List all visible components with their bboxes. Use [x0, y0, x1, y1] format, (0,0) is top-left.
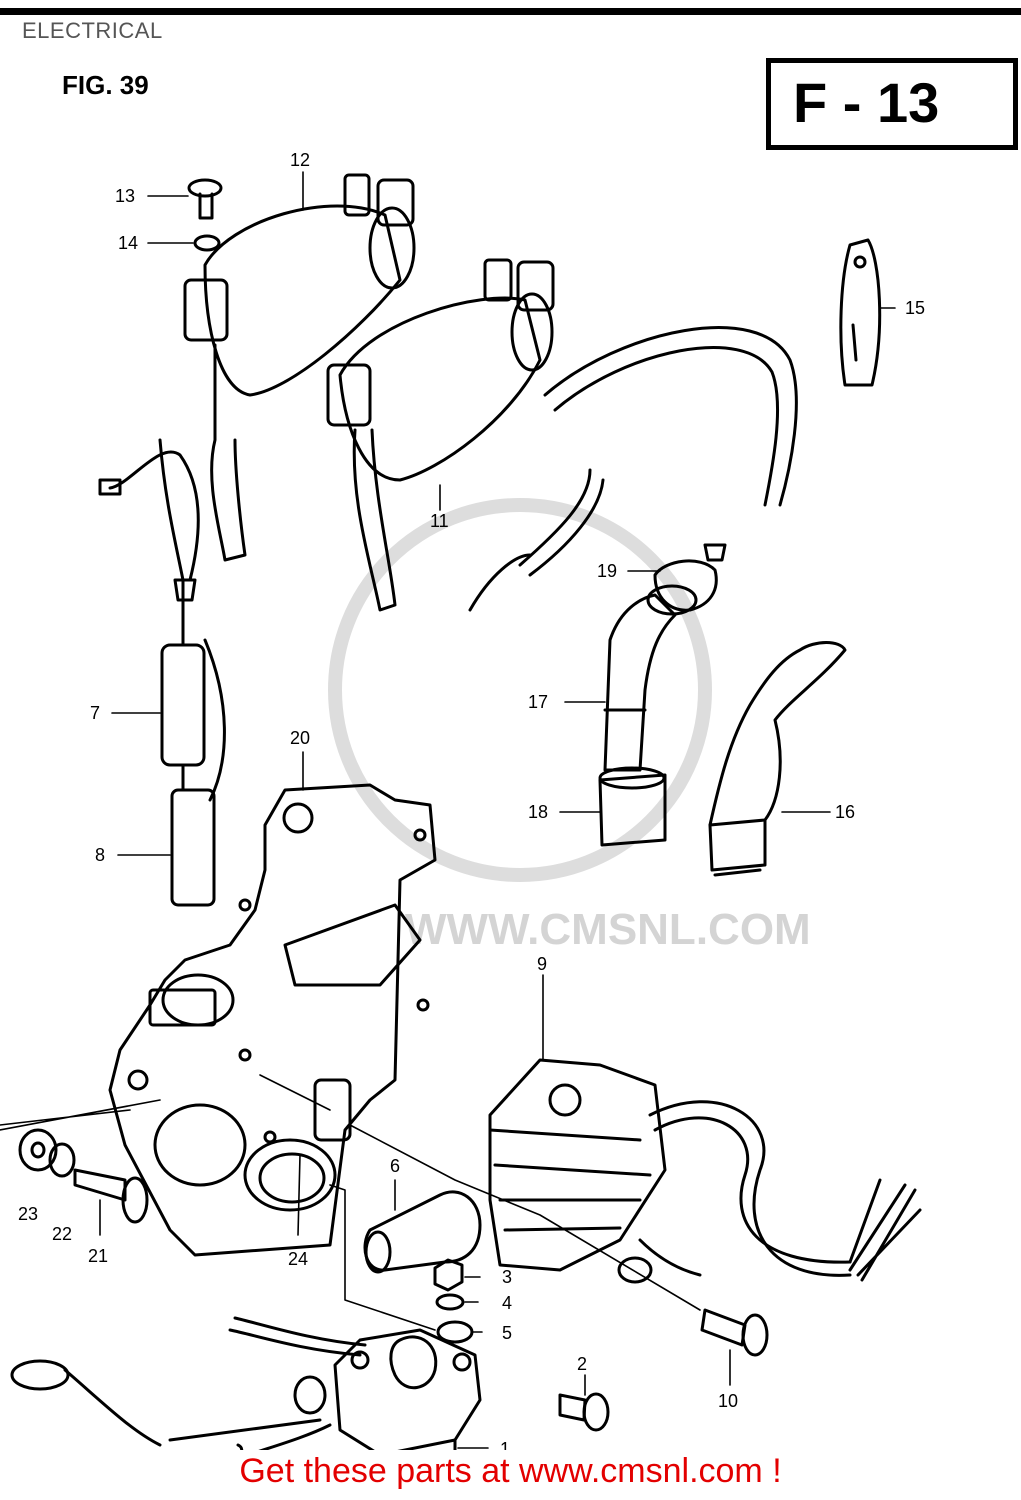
top-rule	[0, 8, 1021, 15]
mounting-plate-20	[108, 783, 437, 1257]
fuse-holder-8	[170, 638, 226, 907]
regulator-rectifier-9	[488, 1058, 922, 1284]
washer-4	[435, 1293, 465, 1311]
washer-14	[193, 234, 221, 252]
callout-3: 3	[502, 1267, 512, 1287]
bolt-10	[700, 1308, 769, 1357]
callout-19: 19	[597, 561, 617, 581]
callout-23: 23	[18, 1204, 38, 1224]
callout-24: 24	[288, 1249, 308, 1269]
callout-4: 4	[502, 1293, 512, 1313]
exploded-parts-diagram: 1 2 3 4 5 6 7 8 9 10 11 12 13 14 15 16 1…	[0, 150, 925, 1450]
page-code-box: F - 13	[766, 58, 1018, 150]
washer-23	[18, 1128, 58, 1172]
callout-20: 20	[290, 728, 310, 748]
callout-6: 6	[390, 1156, 400, 1176]
plug-cap-17	[603, 584, 698, 772]
cap-6	[363, 1190, 482, 1274]
grommet-24	[243, 1138, 337, 1212]
ignition-coil-11	[326, 258, 555, 612]
callout-10: 10	[718, 1391, 738, 1411]
callout-8: 8	[95, 845, 105, 865]
callout-1: 1	[500, 1439, 510, 1450]
screw-13	[187, 178, 223, 220]
footer-link[interactable]: Get these parts at www.cmsnl.com !	[239, 1452, 782, 1490]
callout-22: 22	[52, 1224, 72, 1244]
leader-lines	[0, 171, 896, 1449]
high-tension-lead	[543, 326, 798, 507]
plug-cap-18	[598, 766, 667, 847]
callout-15: 15	[905, 298, 925, 318]
callout-17: 17	[528, 692, 548, 712]
callout-21: 21	[88, 1246, 108, 1266]
part-callouts: 1 2 3 4 5 6 7 8 9 10 11 12 13 14 15 16 1…	[18, 150, 925, 1450]
watermark-logo	[328, 498, 712, 882]
callout-18: 18	[528, 802, 548, 822]
section-title: ELECTRICAL	[22, 18, 163, 43]
bracket-15	[839, 238, 882, 387]
starter-relay-1	[10, 1316, 482, 1450]
callout-7: 7	[90, 703, 100, 723]
callout-11: 11	[430, 511, 449, 531]
nut-3	[433, 1258, 464, 1292]
condenser-7	[98, 438, 206, 767]
callout-14: 14	[118, 233, 138, 253]
callout-16: 16	[835, 802, 855, 822]
callout-5: 5	[502, 1323, 512, 1343]
callout-2: 2	[577, 1354, 587, 1374]
callout-9: 9	[537, 954, 547, 974]
bolt-21	[73, 1168, 149, 1224]
callout-13: 13	[115, 186, 135, 206]
washer-22	[48, 1142, 76, 1178]
figure-label: FIG. 39	[62, 70, 149, 100]
ignition-coil-12	[183, 173, 416, 562]
callout-12: 12	[290, 150, 310, 170]
watermark-text: WWW.CMSNL.COM	[405, 905, 811, 954]
cap-19	[653, 543, 727, 612]
screw-2	[558, 1392, 610, 1432]
plug-cap-16	[708, 641, 847, 877]
